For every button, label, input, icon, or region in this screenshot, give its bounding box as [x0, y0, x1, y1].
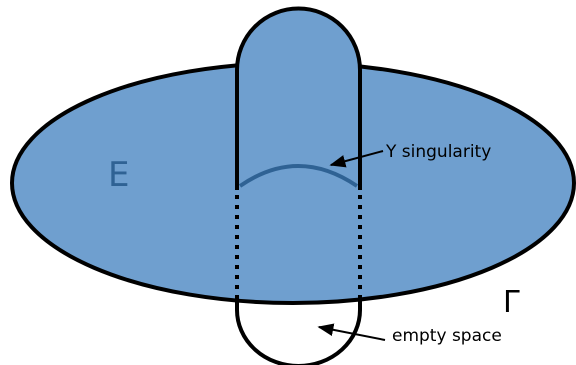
lower-capsule-outline [235, 300, 362, 365]
empty-space-annotation: empty space [392, 326, 502, 346]
empty-space-arrow [317, 323, 386, 341]
singularity-annotation: Y singularity [385, 142, 491, 162]
singularity-arrow [329, 150, 384, 168]
upper-capsule-sheet [235, 6, 362, 190]
region-label-e: E [108, 155, 129, 195]
gamma-label: Γ [503, 285, 520, 320]
y-singularity-curve [238, 164, 359, 188]
